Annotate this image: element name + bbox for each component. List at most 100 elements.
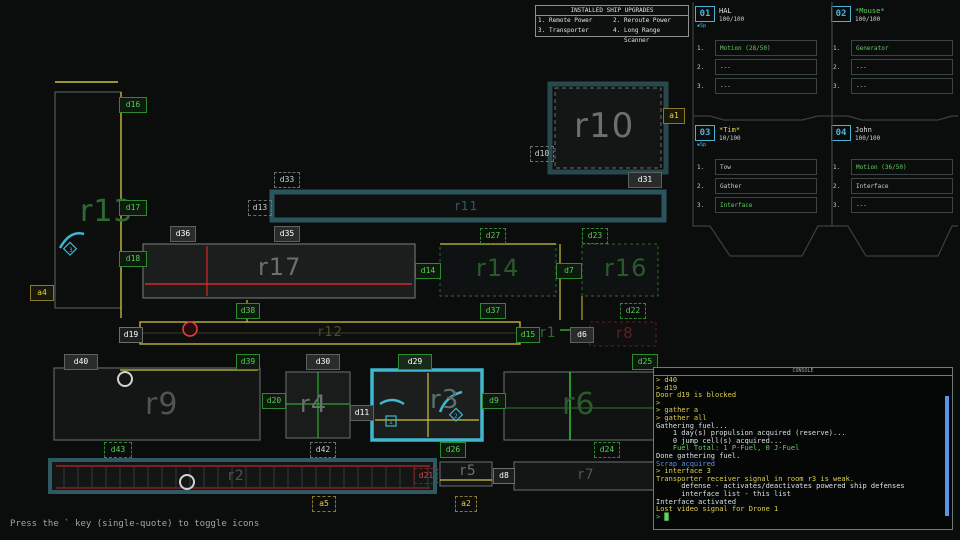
drone-1-slot-1[interactable]: Motion (28/50) bbox=[715, 40, 817, 56]
door-d13[interactable]: d13 bbox=[248, 200, 272, 216]
door-d11[interactable]: d11 bbox=[350, 405, 374, 421]
drone-4-hp: 100/100 bbox=[855, 135, 881, 142]
drone-2-marker-label: 2 bbox=[454, 413, 458, 420]
drone-1-slot-2-num: 2. bbox=[697, 64, 705, 71]
door-d31[interactable]: d31 bbox=[628, 172, 662, 188]
door-d16[interactable]: d16 bbox=[119, 97, 147, 113]
airlock-a4[interactable]: a4 bbox=[30, 285, 54, 301]
drone-3-hp: 10/100 bbox=[719, 135, 741, 142]
r10-outline bbox=[547, 81, 669, 175]
drone-2-slot-1[interactable]: Generator bbox=[851, 40, 953, 56]
room-r17[interactable] bbox=[142, 243, 416, 299]
room-r5[interactable] bbox=[439, 461, 493, 487]
console-line: defense - activates/deactivates powered … bbox=[656, 482, 905, 491]
door-d22[interactable]: d22 bbox=[620, 303, 646, 319]
console-line: > █ bbox=[656, 512, 669, 521]
drone-panel-1[interactable]: 01 HAL 100/100 ▪Sp 1.Motion (28/50) 2.--… bbox=[695, 6, 823, 110]
door-d19[interactable]: d19 bbox=[119, 327, 143, 343]
drone-4-slot-3[interactable]: --- bbox=[851, 197, 953, 213]
room-label-r3: r3 bbox=[430, 385, 460, 415]
drone-3-slot-2[interactable]: Gather bbox=[715, 178, 817, 194]
drone-3-slot-3[interactable]: Interface bbox=[715, 197, 817, 213]
door-d17[interactable]: d17 bbox=[119, 200, 147, 216]
door-d8[interactable]: d8 bbox=[493, 468, 515, 484]
drone-panel-4[interactable]: 04 John 100/100 1.Motion (36/50) 2.Inter… bbox=[831, 125, 959, 229]
drone-4-slot-1-num: 1. bbox=[833, 164, 841, 171]
drone-1-slot-3[interactable]: --- bbox=[715, 78, 817, 94]
drone-2-slot-3-num: 3. bbox=[833, 83, 841, 90]
drone-1-name: HAL bbox=[719, 7, 732, 15]
door-d42[interactable]: d42 bbox=[310, 442, 336, 458]
door-d38[interactable]: d38 bbox=[236, 303, 260, 319]
door-d6[interactable]: d6 bbox=[570, 327, 594, 343]
door-d24[interactable]: d24 bbox=[594, 442, 620, 458]
drone-2-slot-3[interactable]: --- bbox=[851, 78, 953, 94]
door-d30[interactable]: d30 bbox=[306, 354, 340, 370]
door-d39[interactable]: d39 bbox=[236, 354, 260, 370]
door-d10[interactable]: d10 bbox=[530, 146, 554, 162]
drone-4-slot-2[interactable]: Interface bbox=[851, 178, 953, 194]
drone-1-badge: ▪Sp bbox=[697, 23, 707, 29]
room-r7[interactable] bbox=[513, 461, 657, 491]
door-d20[interactable]: d20 bbox=[262, 393, 286, 409]
drone-2-slot-2[interactable]: --- bbox=[851, 59, 953, 75]
console-line: Gathering fuel... bbox=[656, 421, 728, 430]
drone-1-marker[interactable]: 1 bbox=[379, 398, 405, 427]
console-scrollbar[interactable] bbox=[945, 396, 949, 516]
room-r11[interactable] bbox=[269, 189, 667, 223]
door-d29[interactable]: d29 bbox=[398, 354, 432, 370]
room-r9[interactable] bbox=[53, 367, 261, 441]
door-d43[interactable]: d43 bbox=[104, 442, 132, 458]
room-label-r17: r17 bbox=[258, 253, 302, 281]
drone-4-slot-2-num: 2. bbox=[833, 183, 841, 190]
door-d23[interactable]: d23 bbox=[582, 228, 608, 244]
door-d27[interactable]: d27 bbox=[480, 228, 506, 244]
door-d7[interactable]: d7 bbox=[556, 263, 582, 279]
door-d18[interactable]: d18 bbox=[119, 251, 147, 267]
room-label-r10: r10 bbox=[574, 106, 635, 146]
ring-icon-2 bbox=[179, 474, 195, 490]
door-d35[interactable]: d35 bbox=[274, 226, 300, 242]
room-r13[interactable] bbox=[54, 91, 122, 309]
drone-panel-2[interactable]: 02 *Mouse* 100/100 1.Generator 2.--- 3.-… bbox=[831, 6, 959, 110]
room-label-r12: r12 bbox=[318, 325, 343, 340]
door-d15[interactable]: d15 bbox=[516, 327, 540, 343]
room-r8[interactable] bbox=[589, 321, 657, 347]
door-d37[interactable]: d37 bbox=[480, 303, 506, 319]
room-r2[interactable] bbox=[48, 458, 437, 494]
drone-3-slot-3-num: 3. bbox=[697, 202, 705, 209]
drone-panel-frame bbox=[692, 2, 958, 257]
drone-4-slot-1[interactable]: Motion (36/50) bbox=[851, 159, 953, 175]
airlock-a2[interactable]: a2 bbox=[455, 496, 477, 512]
upgrade-3-num: 3. bbox=[538, 27, 546, 34]
door-d36[interactable]: d36 bbox=[170, 226, 196, 242]
drone-2-marker[interactable]: 2 bbox=[438, 390, 464, 422]
door-d9[interactable]: d9 bbox=[482, 393, 506, 409]
door-d40[interactable]: d40 bbox=[64, 354, 98, 370]
room-r16[interactable] bbox=[581, 243, 659, 297]
console-line: Scrap acquired bbox=[656, 459, 716, 468]
drone-3-marker[interactable]: 3 bbox=[58, 232, 85, 256]
console-line: Interface activated bbox=[656, 497, 737, 506]
door-d14[interactable]: d14 bbox=[415, 263, 441, 279]
drone-1-slot-2[interactable]: --- bbox=[715, 59, 817, 75]
room-r3[interactable] bbox=[370, 368, 484, 442]
drone-2-hp: 100/100 bbox=[855, 16, 881, 23]
airlock-a5[interactable]: a5 bbox=[312, 496, 336, 512]
door-d21[interactable]: d21 bbox=[414, 468, 438, 484]
room-r14[interactable] bbox=[439, 243, 557, 297]
installed-upgrades-panel: INSTALLED SHIP UPGRADES 1. Remote Power … bbox=[535, 5, 689, 44]
room-r10[interactable] bbox=[554, 87, 662, 169]
door-d26[interactable]: d26 bbox=[440, 442, 466, 458]
airlock-a1[interactable]: a1 bbox=[663, 108, 685, 124]
room-label-r14: r14 bbox=[476, 254, 520, 282]
room-label-r11: r11 bbox=[455, 199, 479, 213]
toggle-icons-hint: Press the ` key (single-quote) to toggle… bbox=[10, 519, 260, 529]
door-d25[interactable]: d25 bbox=[632, 354, 658, 370]
drone-panel-3[interactable]: 03 *Tim* 10/100 ▪Sp 1.Tow 2.Gather 3.Int… bbox=[695, 125, 823, 229]
drone-3-slot-1[interactable]: Tow bbox=[715, 159, 817, 175]
drone-4-slot-3-num: 3. bbox=[833, 202, 841, 209]
door-d33[interactable]: d33 bbox=[274, 172, 300, 188]
